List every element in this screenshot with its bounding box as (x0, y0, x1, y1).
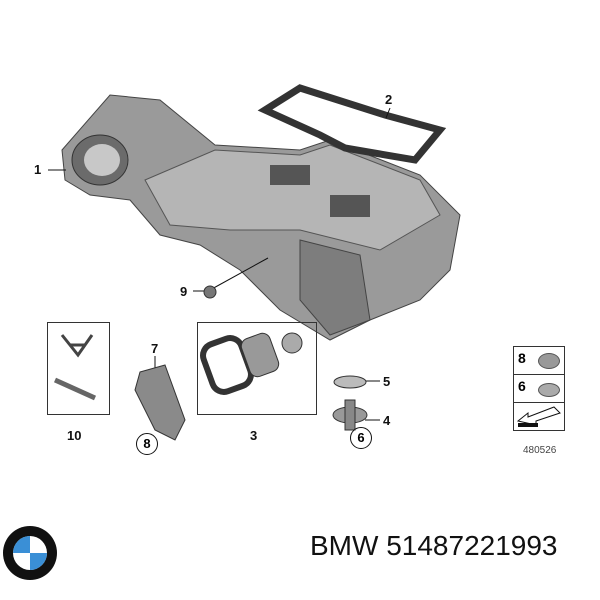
bmw-logo (3, 526, 57, 580)
diagram-code: 480526 (523, 445, 557, 456)
arrow-icon (516, 406, 561, 427)
legend-arrow-cell (514, 403, 564, 430)
callout-8: 8 (136, 433, 158, 455)
callout-2: 2 (385, 92, 393, 107)
bracket-7 (134, 364, 186, 441)
legend-number: 8 (518, 350, 526, 366)
legend-number: 6 (518, 378, 526, 394)
clip-group-box (47, 322, 110, 415)
callout-9: 9 (180, 284, 188, 299)
callout-1: 1 (34, 162, 42, 177)
hvac-housing (61, 94, 461, 341)
seal-3-parts (200, 332, 303, 395)
callout-7: 7 (151, 341, 159, 356)
seal-gasket (257, 84, 447, 164)
callout-4: 4 (383, 413, 391, 428)
screw-9 (203, 285, 217, 299)
legend-item: 8 (514, 347, 564, 375)
callout-6: 6 (350, 427, 372, 449)
clip-10 (53, 334, 97, 401)
seal-group-box (197, 322, 317, 415)
nut-icon (538, 383, 560, 397)
nut-icon (538, 353, 560, 369)
parts-4-5-6 (332, 375, 368, 431)
callout-3: 3 (250, 428, 258, 443)
fastener-legend: 8 6 (513, 346, 565, 431)
part-number-label: BMW 51487221993 (310, 530, 558, 561)
legend-item: 6 (514, 375, 564, 403)
callout-5: 5 (383, 374, 391, 389)
callout-10: 10 (67, 428, 82, 443)
